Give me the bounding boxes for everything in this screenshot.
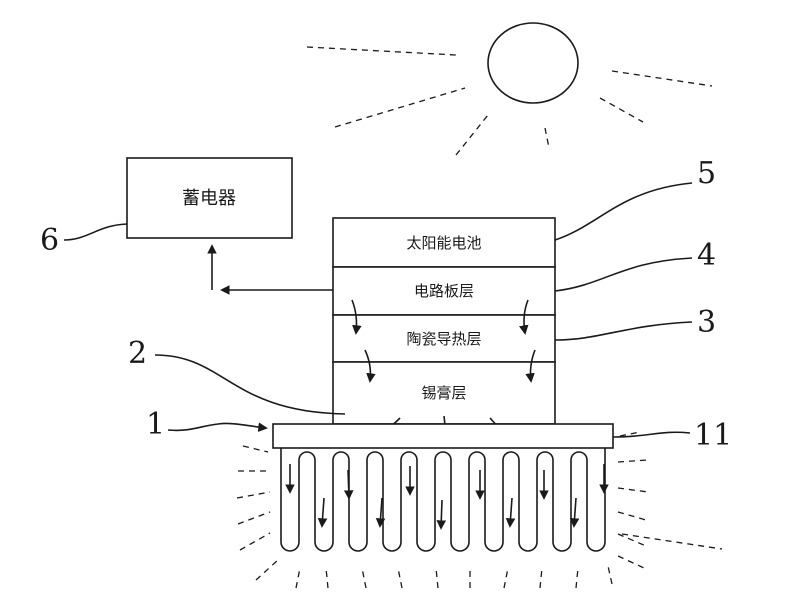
- heat-sink-fins: [280, 448, 606, 552]
- label-11: 11: [694, 418, 732, 453]
- leader-4: [554, 257, 693, 292]
- circuit-board-label: 电路板层: [414, 282, 474, 300]
- leader-1: [167, 422, 268, 432]
- solder-layer-label: 锡膏层: [421, 384, 466, 402]
- sun-icon: [487, 22, 579, 104]
- ceramic-layer-label: 陶瓷导热层: [406, 330, 481, 348]
- label-5: 5: [697, 156, 716, 191]
- solar-cell-layer: [332, 217, 556, 268]
- heat-sink: [272, 423, 614, 552]
- label-3: 3: [697, 305, 716, 340]
- ceramic-layer: [332, 314, 556, 363]
- power-line: [207, 244, 333, 295]
- label-1: 1: [146, 407, 165, 442]
- leader-5: [554, 182, 693, 241]
- leader-2: [154, 354, 346, 415]
- battery-label: 蓄电器: [182, 188, 236, 209]
- leader-6: [63, 223, 128, 241]
- solar-cell-label: 太阳能电池: [406, 234, 481, 252]
- fin-airflow-arrows: [285, 464, 609, 530]
- layer-stack: 太阳能电池 电路板层 陶瓷导热层 锡膏层: [332, 217, 556, 425]
- heat-radiation-dashes: [236, 431, 723, 589]
- label-4: 4: [697, 238, 716, 273]
- battery-box: 蓄电器: [126, 157, 293, 239]
- circuit-board-layer: [332, 266, 556, 316]
- label-2: 2: [128, 336, 147, 371]
- sun-rays: [306, 46, 713, 156]
- leader-11: [612, 431, 691, 438]
- heat-sink-base: [272, 423, 614, 449]
- label-6: 6: [40, 223, 59, 258]
- leader-3: [554, 321, 693, 341]
